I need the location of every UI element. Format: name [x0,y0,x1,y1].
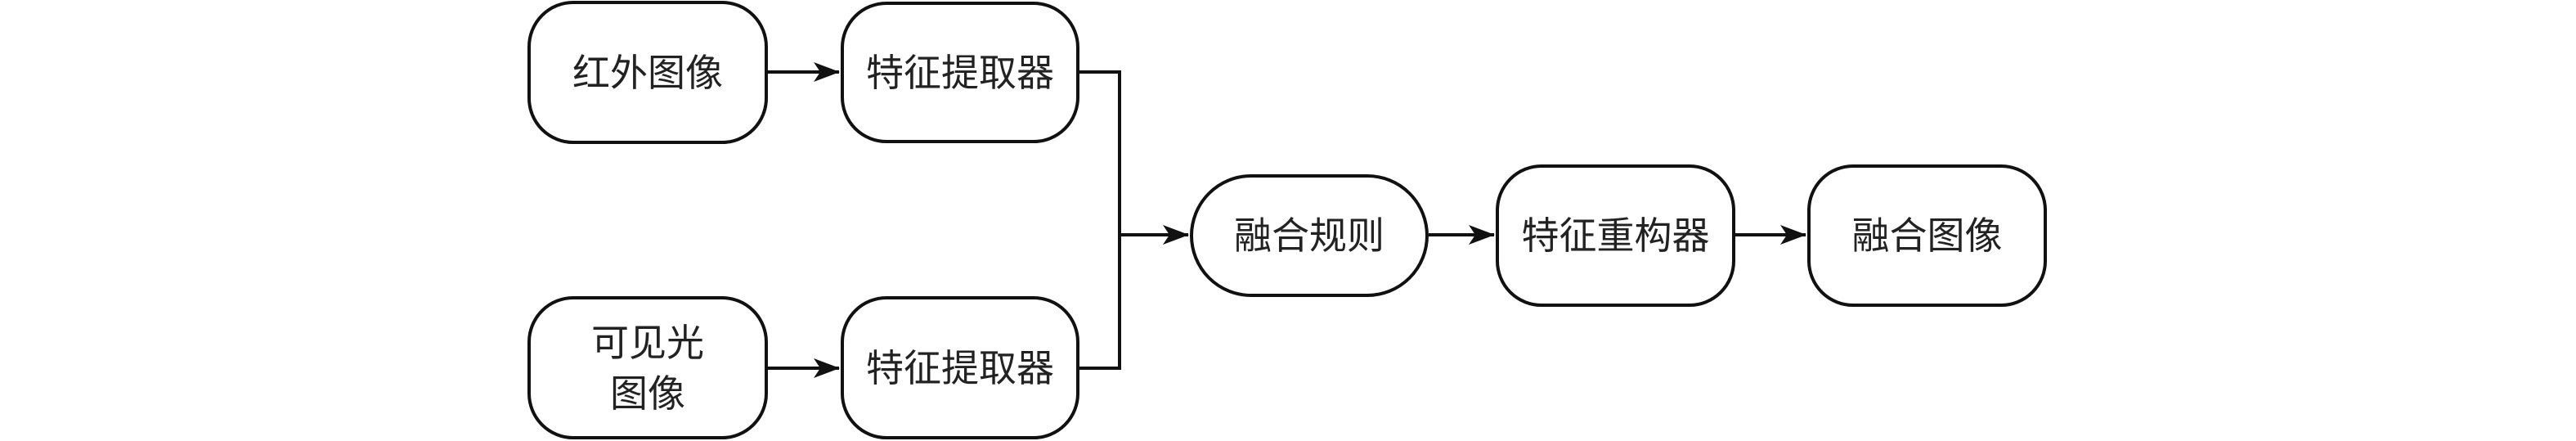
edge-extractor-top-to-junction [1079,70,1121,235]
node-feature-extractor-bottom: 特征提取器 [841,296,1079,439]
node-label: 特征提取器 [866,50,1054,95]
node-feature-extractor-top: 特征提取器 [841,2,1079,143]
node-label: 特征提取器 [866,345,1054,390]
node-visible-image: 可见光 图像 [527,296,768,439]
node-label: 特征重构器 [1521,214,1710,258]
node-label: 可见光 图像 [591,320,704,416]
node-fused-image: 融合图像 [1807,164,2047,307]
node-infrared-image: 红外图像 [527,1,768,144]
node-fusion-rule: 融合规则 [1190,174,1429,297]
node-label: 融合规则 [1234,214,1384,258]
edge-extractor-bottom-to-junction [1079,235,1121,370]
node-feature-reconstructor: 特征重构器 [1496,164,1735,307]
node-label: 融合图像 [1851,214,2003,258]
node-label: 红外图像 [572,50,723,95]
